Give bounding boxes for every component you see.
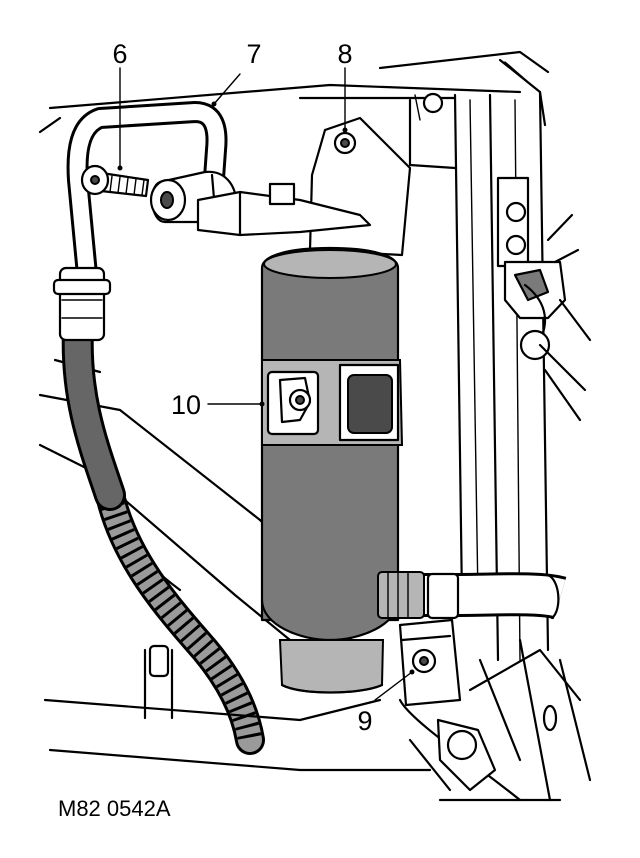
vertical-panel-frame: [298, 90, 550, 662]
receiver-drier: [260, 246, 404, 694]
corrugated-harness: [95, 480, 265, 755]
callout-8: 8: [337, 39, 352, 69]
panel-screw-icon: [422, 92, 444, 114]
hose-ferrule: [58, 266, 106, 342]
callout-9: 9: [357, 706, 372, 736]
mounting-bracket: [196, 116, 412, 257]
callout-7: 7: [246, 39, 261, 69]
screw-icon: [505, 234, 527, 256]
lower-bracket: [398, 618, 462, 707]
harness-clip-assembly: [496, 176, 592, 422]
lower-nut-icon: [446, 729, 478, 761]
figure-reference: M82 0542A: [58, 796, 171, 821]
callout-6: 6: [112, 39, 127, 69]
screw-icon: [505, 201, 527, 223]
callout-10: 10: [171, 390, 201, 420]
pipe-7: [52, 101, 228, 511]
lower-structure: [43, 638, 592, 802]
leader-lines: [117, 67, 415, 701]
bolt-6: [80, 164, 150, 198]
outlet-pipe: [377, 571, 567, 620]
